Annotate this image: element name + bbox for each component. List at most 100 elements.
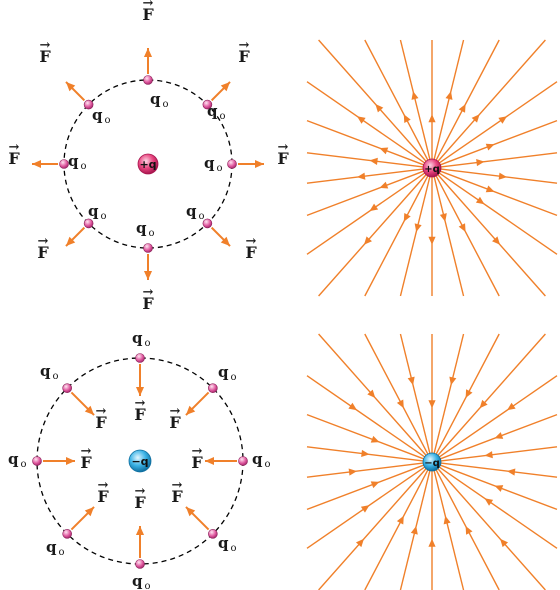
field-arrowhead-negative-4 bbox=[507, 402, 516, 411]
field-line-negative-22 bbox=[306, 375, 426, 459]
test-charge-positive-4 bbox=[143, 243, 153, 253]
force-label-negative-7-vector-arrow: → bbox=[96, 404, 107, 419]
field-arrowhead-negative-25 bbox=[407, 376, 415, 386]
field-arrowhead-negative-1 bbox=[449, 376, 457, 386]
field-line-positive-18 bbox=[306, 170, 425, 217]
field-line-negative-9 bbox=[438, 465, 558, 549]
force-label-positive-2-letter: F bbox=[277, 149, 289, 168]
field-line-negative-16 bbox=[318, 467, 428, 590]
field-line-negative-10 bbox=[436, 467, 546, 590]
field-line-negative-1 bbox=[433, 333, 465, 455]
force-label-negative-1: →F bbox=[169, 404, 181, 432]
field-arrowhead-negative-23 bbox=[367, 389, 376, 398]
field-arrowhead-positive-10 bbox=[492, 236, 501, 245]
force-label-positive-3-letter: F bbox=[245, 243, 257, 262]
field-arrowhead-negative-13 bbox=[428, 538, 436, 547]
field-line-negative-6 bbox=[439, 446, 558, 462]
field-arrowhead-positive-15 bbox=[403, 213, 411, 222]
source-charge-positive-label: +q bbox=[139, 158, 156, 171]
field-line-positive-6 bbox=[439, 152, 558, 168]
force-label-negative-4-letter: F bbox=[134, 493, 146, 512]
panel-positive-field-lines: +q bbox=[306, 39, 558, 297]
force-arrow-head-negative-6 bbox=[66, 456, 75, 466]
field-line-positive-20 bbox=[306, 152, 425, 168]
field-arrowhead-positive-16 bbox=[363, 236, 372, 245]
field-arrowhead-negative-9 bbox=[484, 498, 494, 506]
force-label-positive-0: →F bbox=[142, 0, 154, 24]
test-charge-positive-7 bbox=[83, 99, 94, 110]
field-arrowhead-positive-8 bbox=[485, 185, 495, 193]
force-arrow-head-positive-6 bbox=[32, 159, 41, 169]
force-label-positive-7: →F bbox=[39, 38, 51, 66]
field-line-negative-21 bbox=[306, 413, 425, 460]
field-arrowhead-negative-22 bbox=[348, 402, 357, 411]
field-arrowhead-positive-4 bbox=[498, 116, 507, 124]
field-arrowhead-positive-18 bbox=[379, 181, 389, 189]
force-label-positive-4: →F bbox=[142, 285, 154, 313]
field-line-negative-3 bbox=[436, 333, 546, 457]
field-line-positive-23 bbox=[318, 39, 428, 163]
force-label-negative-5-letter: F bbox=[97, 487, 109, 506]
force-arrow-head-negative-2 bbox=[205, 456, 214, 466]
source-charge-negative bbox=[128, 449, 152, 473]
force-label-negative-2-vector-arrow: → bbox=[192, 444, 203, 459]
field-source-positive-label: +q bbox=[424, 164, 440, 175]
field-source-charge-positive bbox=[422, 158, 442, 178]
force-label-negative-3: →F bbox=[171, 478, 183, 506]
force-label-negative-0-letter: F bbox=[134, 405, 146, 424]
force-arrow-head-negative-5 bbox=[84, 506, 95, 517]
field-arrowhead-negative-20 bbox=[361, 449, 370, 458]
field-arrowhead-positive-11 bbox=[458, 223, 466, 232]
field-line-positive-22 bbox=[306, 81, 426, 165]
force-arrow-head-positive-2 bbox=[255, 159, 264, 169]
force-label-positive-7-letter: F bbox=[39, 47, 51, 66]
field-arrowhead-positive-21 bbox=[379, 147, 389, 155]
force-arrow-head-negative-3 bbox=[185, 506, 196, 517]
panel-negative-field-lines: −q bbox=[306, 333, 558, 590]
field-arrowhead-negative-5 bbox=[494, 432, 504, 439]
field-line-positive-19 bbox=[306, 168, 425, 184]
field-line-positive-9 bbox=[438, 171, 558, 255]
field-arrowhead-positive-3 bbox=[471, 114, 480, 123]
field-arrowhead-positive-9 bbox=[475, 196, 485, 205]
force-arrow-head-negative-7 bbox=[84, 405, 95, 416]
field-arrowhead-positive-14 bbox=[414, 223, 422, 232]
field-arrowhead-negative-10 bbox=[500, 538, 509, 548]
field-arrowhead-positive-22 bbox=[357, 116, 366, 124]
force-label-positive-0-vector-arrow: → bbox=[143, 0, 154, 11]
force-arrow-head-positive-0 bbox=[143, 48, 153, 57]
force-label-positive-2-vector-arrow: → bbox=[278, 140, 289, 155]
field-arrowhead-positive-19 bbox=[357, 172, 366, 180]
test-charge-positive-3 bbox=[202, 218, 213, 229]
field-arrowhead-positive-25 bbox=[411, 91, 419, 100]
field-arrowhead-negative-8 bbox=[494, 485, 504, 492]
force-arrow-head-positive-3 bbox=[220, 236, 231, 247]
force-label-negative-7-letter: F bbox=[95, 413, 107, 432]
test-charge-positive-2 bbox=[227, 159, 237, 169]
force-label-negative-2: →F bbox=[191, 444, 203, 472]
force-label-negative-1-letter: F bbox=[169, 413, 181, 432]
field-source-charge-negative bbox=[422, 452, 442, 472]
force-label-positive-6: →F bbox=[8, 140, 20, 168]
test-charge-negative-6 bbox=[32, 456, 42, 466]
source-charge-negative-label: −q bbox=[131, 455, 148, 468]
force-label-positive-3: →F bbox=[245, 234, 257, 262]
force-label-negative-3-vector-arrow: → bbox=[172, 478, 183, 493]
force-label-positive-4-letter: F bbox=[142, 294, 154, 313]
field-arrowhead-negative-16 bbox=[355, 538, 364, 548]
force-label-negative-4-vector-arrow: → bbox=[135, 484, 146, 499]
force-label-positive-5: →F bbox=[37, 234, 49, 262]
force-label-negative-7: →F bbox=[95, 404, 107, 432]
field-line-negative-15 bbox=[364, 468, 429, 590]
test-charge-negative-3 bbox=[208, 529, 218, 539]
field-line-positive-12 bbox=[433, 175, 465, 297]
field-arrowhead-negative-11 bbox=[465, 526, 473, 535]
field-arrowhead-negative-21 bbox=[370, 435, 380, 443]
force-label-positive-6-vector-arrow: → bbox=[9, 140, 20, 155]
